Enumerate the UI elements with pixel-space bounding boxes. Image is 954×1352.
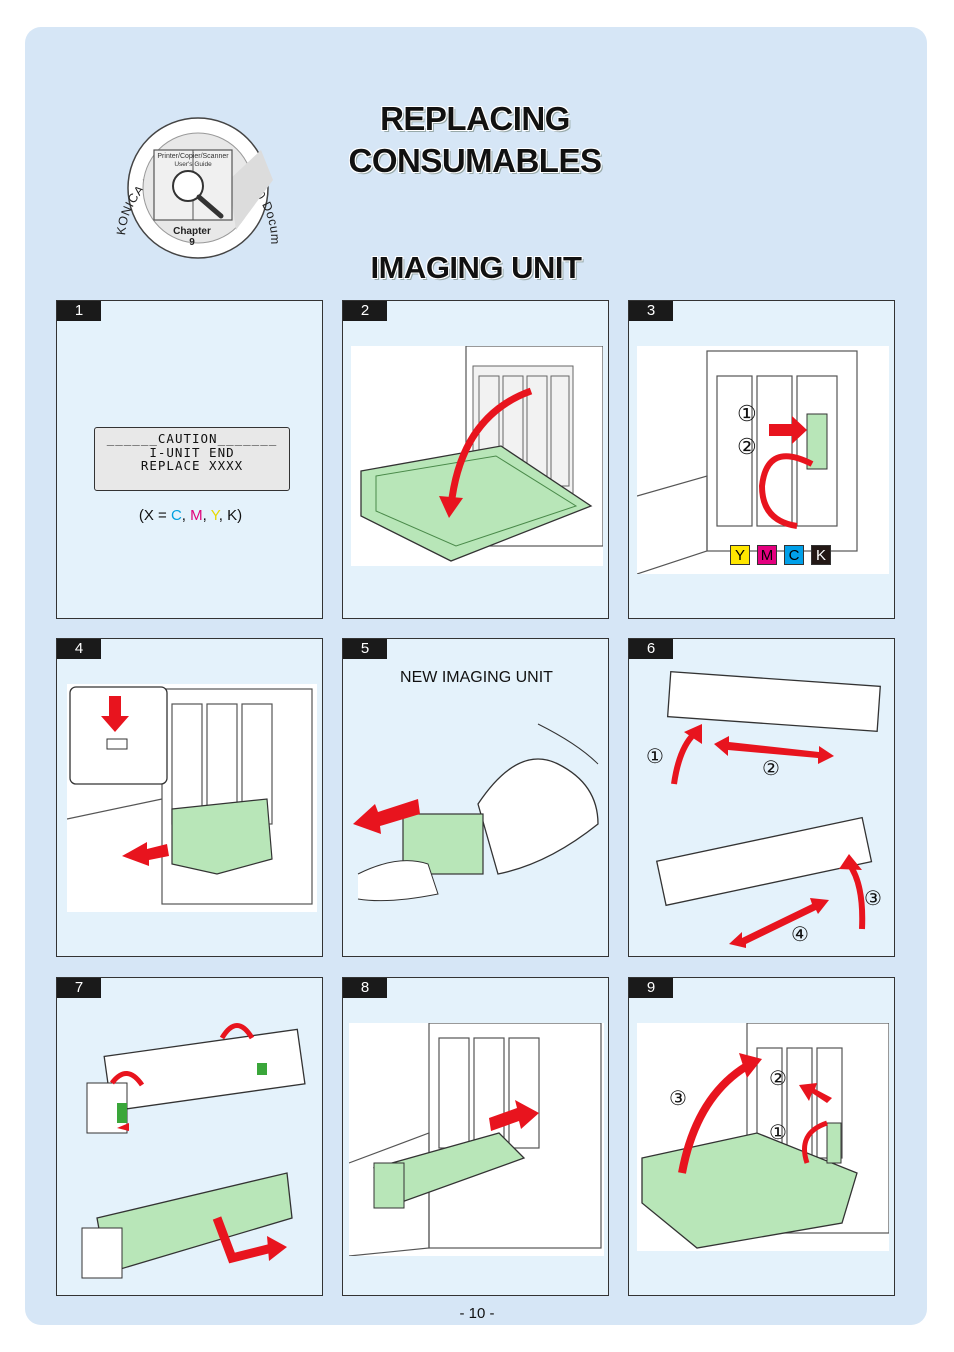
callout-1: ① xyxy=(646,746,664,768)
arrow-straight-icon xyxy=(799,1083,832,1103)
color-legend: (X = C, M, Y, K) xyxy=(57,507,324,524)
arrow-curved-icon xyxy=(846,862,866,930)
color-tag-cyan: C xyxy=(784,545,804,565)
step-number: 8 xyxy=(343,978,387,998)
arrow-curved-icon xyxy=(678,1059,754,1174)
color-tag-magenta: M xyxy=(757,545,777,565)
step-panel-2: 2 xyxy=(342,300,609,619)
printer-drawing xyxy=(637,346,889,574)
page-number: - 10 - xyxy=(459,1305,495,1322)
badge-book-line2: User's Guide xyxy=(174,161,212,168)
step-panel-5: 5 NEW IMAGING UNIT xyxy=(342,638,609,957)
documentation-cd-badge: KONICA MINOLTA bizhub C20 Documentation … xyxy=(106,99,282,260)
callout-1: ① xyxy=(769,1122,787,1144)
legend-yellow: Y xyxy=(210,507,219,524)
callout-4: ④ xyxy=(791,924,809,946)
arrow-straight-icon xyxy=(122,842,169,866)
printer-drawing xyxy=(67,684,317,912)
printer-drawing xyxy=(637,1023,889,1251)
arrow-curved-icon xyxy=(219,1023,255,1040)
callout-2: ② xyxy=(737,434,757,459)
step-number: 2 xyxy=(343,301,387,321)
title-line-2: CONSUMABLES xyxy=(348,142,602,179)
magnifier-icon xyxy=(172,170,224,219)
step-number: 3 xyxy=(629,301,673,321)
callout-3: ③ xyxy=(669,1088,687,1110)
page-title: REPLACING CONSUMABLES xyxy=(290,98,660,182)
unit-shake-drawing xyxy=(634,664,892,954)
legend-suffix: ) xyxy=(237,507,243,524)
callout-2: ② xyxy=(762,758,780,780)
unit-tape-drawing xyxy=(67,1003,317,1288)
arrow-curved-icon xyxy=(447,387,533,507)
arrow-curved-icon xyxy=(671,731,697,785)
lcd-line-1: ______CAUTION_______ xyxy=(106,431,278,446)
arrow-straight-icon xyxy=(489,1100,539,1131)
arrow-curved-icon xyxy=(758,453,814,529)
legend-sep: , xyxy=(218,507,228,524)
step-panel-1: 1 ______CAUTION_______ I-UNIT END REPLAC… xyxy=(56,300,323,619)
step-number: 9 xyxy=(629,978,673,998)
step-panel-8: 8 xyxy=(342,977,609,1296)
lcd-line-3: REPLACE XXXX xyxy=(140,458,244,473)
step-panel-7: 7 xyxy=(56,977,323,1296)
legend-sep: , xyxy=(202,507,211,524)
legend-prefix: (X = xyxy=(138,507,171,524)
legend-magenta: M xyxy=(190,507,203,524)
badge-chapter-label: Chapter xyxy=(173,226,211,237)
arrow-curved-icon xyxy=(802,1120,828,1164)
legend-cyan: C xyxy=(170,507,182,524)
section-title: IMAGING UNIT xyxy=(370,250,583,285)
callout-2: ② xyxy=(769,1068,787,1090)
step-number: 5 xyxy=(343,639,387,659)
arrow-straight-icon xyxy=(729,898,829,948)
step-number: 7 xyxy=(57,978,101,998)
legend-black: K xyxy=(227,507,238,524)
step-panel-3: 3 ① ② Y M C K xyxy=(628,300,895,619)
legend-sep: , xyxy=(181,507,191,524)
title-line-1: REPLACING xyxy=(380,100,570,137)
arrow-straight-icon xyxy=(714,736,834,764)
arrow-straight-icon xyxy=(769,416,807,444)
badge-book-line1: Printer/Copier/Scanner xyxy=(157,153,229,160)
lcd-display: ______CAUTION_______ I-UNIT END REPLACE … xyxy=(94,427,290,491)
arrow-curved-icon xyxy=(212,1216,274,1264)
callout-1: ① xyxy=(737,401,757,426)
step-number: 6 xyxy=(629,639,673,659)
arrow-straight-icon xyxy=(101,696,129,732)
step-panel-4: 4 xyxy=(56,638,323,957)
printer-drawing xyxy=(351,346,603,566)
badge-chapter-num: 9 xyxy=(189,237,195,248)
step-panel-9: 9 ③ ② ① xyxy=(628,977,895,1296)
lcd-line-2: I-UNIT END xyxy=(149,444,235,460)
callout-3: ③ xyxy=(864,888,882,910)
arrow-straight-icon xyxy=(353,799,420,834)
step-panel-6: 6 ① ② ③ ④ xyxy=(628,638,895,957)
step-number: 4 xyxy=(57,639,101,659)
new-imaging-unit-label: NEW IMAGING UNIT xyxy=(400,669,553,686)
arrow-curved-icon xyxy=(110,1071,145,1087)
arrow-straight-icon xyxy=(117,1123,129,1131)
step-number: 1 xyxy=(57,301,101,321)
hands-unit-drawing xyxy=(348,704,606,904)
color-tag-yellow: Y xyxy=(730,545,750,565)
color-tag-black: K xyxy=(811,545,831,565)
printer-drawing xyxy=(349,1023,604,1256)
